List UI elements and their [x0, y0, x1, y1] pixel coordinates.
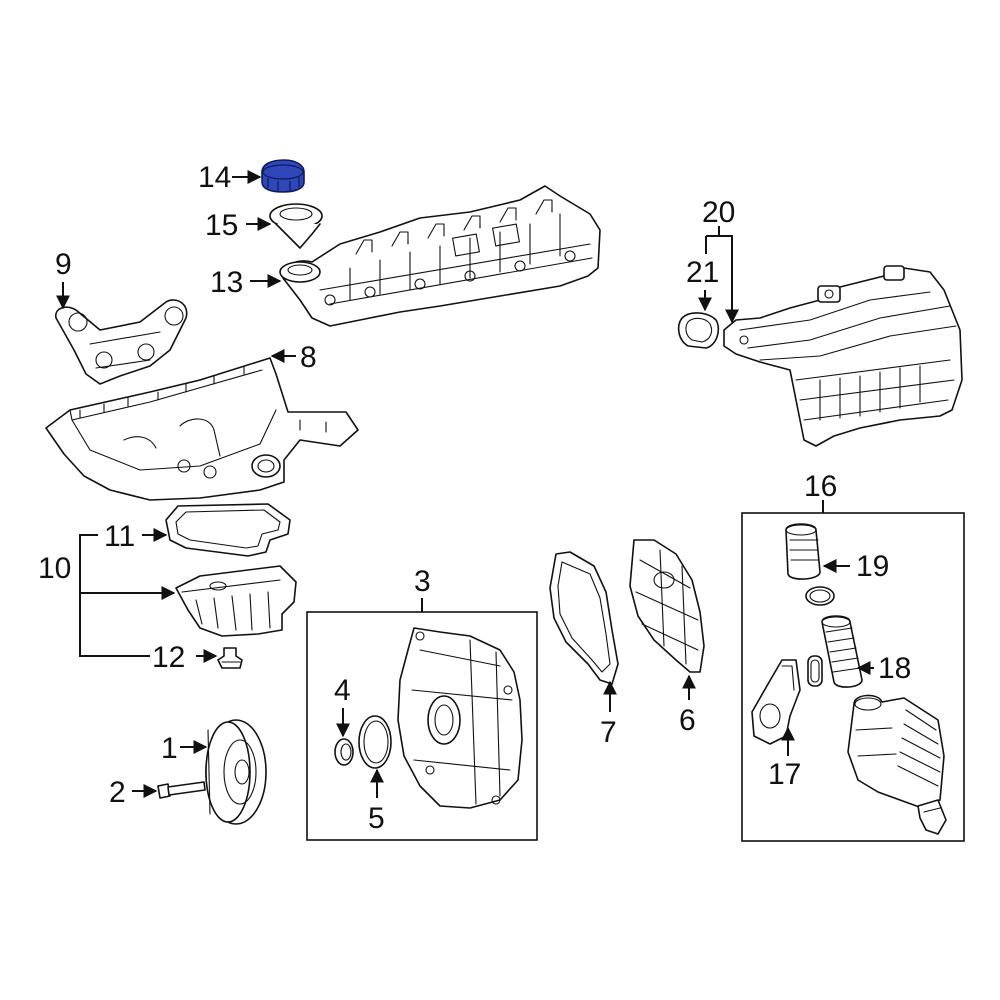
callout-19: 19	[856, 550, 889, 583]
callout-3: 3	[414, 565, 431, 598]
filter-housing[interactable]	[847, 694, 945, 809]
callout-7: 7	[600, 716, 617, 749]
leader-lines	[56, 170, 874, 798]
callout-6: 6	[679, 704, 696, 737]
part-10-oil-pan-lower[interactable]	[175, 565, 297, 637]
callout-13: 13	[210, 266, 243, 299]
part-19-o-ring[interactable]	[805, 586, 835, 606]
part-4-seal[interactable]	[334, 738, 354, 766]
callout-14: 14	[198, 161, 231, 194]
group-box-16	[741, 512, 965, 842]
callout-17: 17	[768, 758, 801, 791]
callout-21: 21	[686, 256, 719, 289]
part-9-mount-bracket[interactable]	[55, 299, 188, 385]
callout-12: 12	[152, 641, 185, 674]
callout-2: 2	[109, 776, 126, 809]
part-18-filter-element[interactable]	[821, 615, 863, 688]
callout-labels: 14 15 13 9 8 11 10 12 1 2 3 4 5 7 6 16 1…	[38, 161, 911, 835]
callout-1: 1	[161, 732, 178, 765]
part-8-oil-pan-upper[interactable]	[45, 357, 359, 501]
part-17-filter-adapter[interactable]	[751, 659, 801, 745]
sensor[interactable]	[917, 799, 947, 835]
part-7-cover-gasket[interactable]	[549, 551, 619, 685]
part-6-timing-cover[interactable]	[629, 539, 705, 673]
part-5-seal-ring[interactable]	[358, 715, 392, 769]
callout-15: 15	[205, 209, 238, 242]
part-1-crank-pulley[interactable]	[205, 719, 267, 825]
part-18-seal[interactable]	[807, 655, 823, 687]
callout-5: 5	[368, 802, 385, 835]
callout-20: 20	[702, 196, 735, 229]
part-11-oil-pan-gasket[interactable]	[165, 503, 291, 557]
callout-10: 10	[38, 552, 71, 585]
callout-11: 11	[104, 520, 135, 553]
part-15-filler-neck[interactable]	[269, 203, 323, 249]
part-20-intake-manifold[interactable]	[723, 265, 963, 447]
part-13-valve-cover[interactable]	[279, 185, 601, 327]
callout-16: 16	[804, 470, 837, 503]
callout-4: 4	[334, 674, 351, 707]
part-3-timing-housing[interactable]	[397, 627, 523, 809]
callout-8: 8	[300, 341, 317, 374]
callout-18: 18	[878, 652, 911, 685]
part-21-intake-gasket[interactable]	[677, 312, 720, 349]
part-14-oil-filler-cap[interactable]	[261, 159, 305, 193]
part-2-pulley-bolt[interactable]	[157, 781, 206, 799]
callout-9: 9	[55, 248, 72, 281]
part-19-filter-cap[interactable]	[785, 523, 821, 580]
part-12-drain-plug[interactable]	[217, 647, 243, 669]
